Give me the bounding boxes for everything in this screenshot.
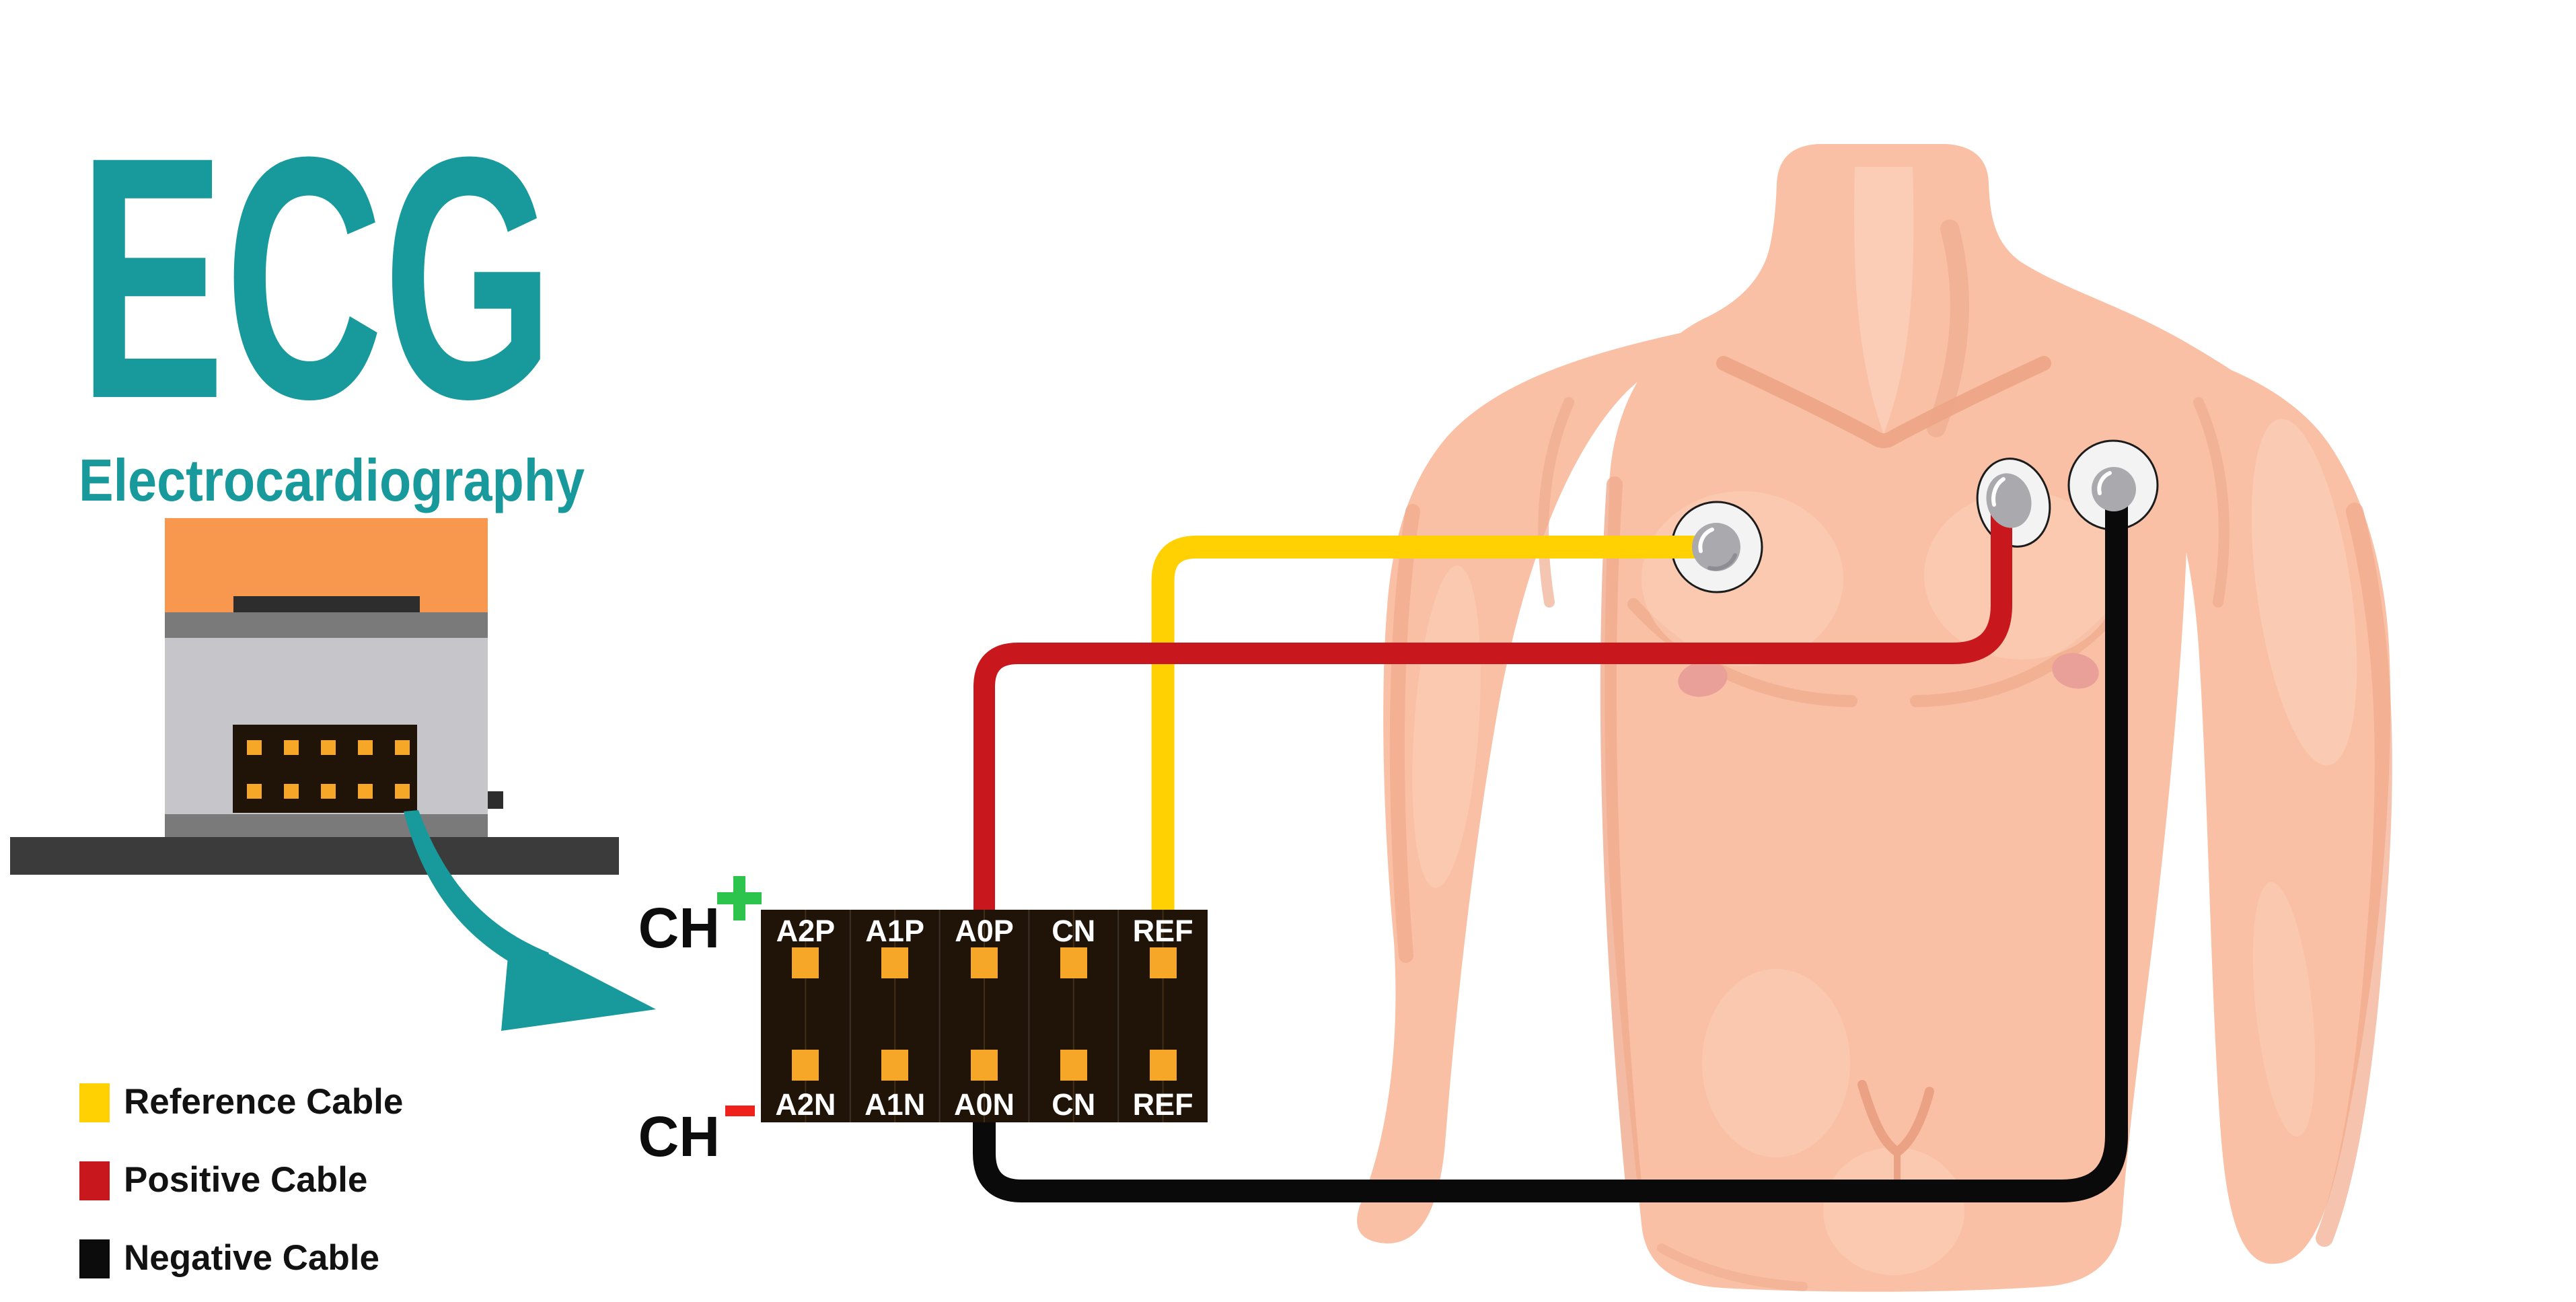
pin xyxy=(247,740,262,755)
pin-label: CN xyxy=(1052,1087,1095,1122)
legend-item-positive: Positive Cable xyxy=(79,1160,367,1200)
legend-label: Negative Cable xyxy=(124,1238,379,1278)
connector-pins xyxy=(792,947,1177,1081)
pin xyxy=(792,1050,819,1081)
page-subtitle: Electrocardiography xyxy=(79,447,585,513)
pointer-arrow-swoosh xyxy=(404,810,549,977)
pointer-arrow xyxy=(404,810,656,1031)
legend-item-reference: Reference Cable xyxy=(79,1082,403,1122)
torso-illustration xyxy=(1357,144,2392,1292)
channel-negative-label: CH xyxy=(638,1105,755,1168)
pin xyxy=(358,740,373,755)
pin xyxy=(284,740,299,755)
pin-label: A0P xyxy=(955,914,1014,948)
pin xyxy=(247,784,262,799)
pin-label: REF xyxy=(1133,1087,1193,1122)
legend-swatch-reference xyxy=(79,1083,110,1122)
channel-positive-label: CH xyxy=(638,876,762,960)
positive-cable xyxy=(973,513,2012,910)
pin xyxy=(395,784,410,799)
page-title: ECG xyxy=(79,85,554,470)
pin xyxy=(358,784,373,799)
connector-block: A2P A1P A0P CN REF A2N A1N A0N CN REF xyxy=(761,910,1208,1122)
highlight xyxy=(1698,528,1714,553)
legend-item-negative: Negative Cable xyxy=(79,1238,379,1278)
highlight xyxy=(1991,477,2005,507)
pin xyxy=(881,1050,908,1081)
pin-label: A2N xyxy=(775,1087,836,1122)
pin xyxy=(395,740,410,755)
negative-cable xyxy=(973,496,2128,1202)
device-panel-pins xyxy=(247,740,410,799)
connector-column-centerlines xyxy=(805,910,1164,1122)
ecg-device-illustration xyxy=(10,518,619,875)
pin xyxy=(1150,947,1177,978)
right-nipple xyxy=(2052,653,2099,689)
pin-label: A1N xyxy=(864,1087,925,1122)
connector-bottom-labels: A2N A1N A0N CN REF xyxy=(775,1087,1193,1122)
highlight xyxy=(2097,471,2112,495)
connector-top-labels: A2P A1P A0P CN REF xyxy=(776,914,1193,948)
pin xyxy=(792,947,819,978)
ch-plus-text: CH xyxy=(638,896,720,960)
legend-label: Reference Cable xyxy=(124,1082,403,1122)
device-upper-band xyxy=(165,612,488,638)
minus-icon xyxy=(725,1106,755,1116)
pin xyxy=(1060,1050,1087,1081)
device-base-shelf xyxy=(10,837,619,875)
pin xyxy=(881,947,908,978)
legend: Reference Cable Positive Cable Negative … xyxy=(79,1082,403,1278)
device-side-knob xyxy=(488,791,503,809)
plus-icon xyxy=(717,876,762,920)
pin-label: A0N xyxy=(954,1087,1015,1122)
device-top-slot xyxy=(233,596,420,612)
pin xyxy=(1150,1050,1177,1081)
device-lower-band xyxy=(165,814,488,837)
legend-label: Positive Cable xyxy=(124,1160,367,1200)
pin xyxy=(321,784,336,799)
legend-swatch-negative xyxy=(79,1239,110,1278)
ch-minus-text: CH xyxy=(638,1105,720,1168)
connector-column-separators xyxy=(849,910,1119,1122)
pin-label: A1P xyxy=(865,914,924,948)
pin xyxy=(284,784,299,799)
pin-label: REF xyxy=(1133,914,1193,948)
device-connector-panel xyxy=(233,725,417,813)
pin xyxy=(321,740,336,755)
pointer-arrow-head xyxy=(501,934,656,1031)
reference-cable xyxy=(1151,536,1718,910)
pin xyxy=(971,947,998,978)
pin-label: CN xyxy=(1052,914,1095,948)
legend-swatch-positive xyxy=(79,1161,110,1200)
pin xyxy=(1060,947,1087,978)
electrode-discs xyxy=(1692,467,2136,571)
pin xyxy=(971,1050,998,1081)
pin-label: A2P xyxy=(776,914,836,948)
connector-block-body xyxy=(761,910,1208,1122)
title-block: ECG Electrocardiography xyxy=(79,85,585,513)
left-nipple xyxy=(1678,661,1728,697)
